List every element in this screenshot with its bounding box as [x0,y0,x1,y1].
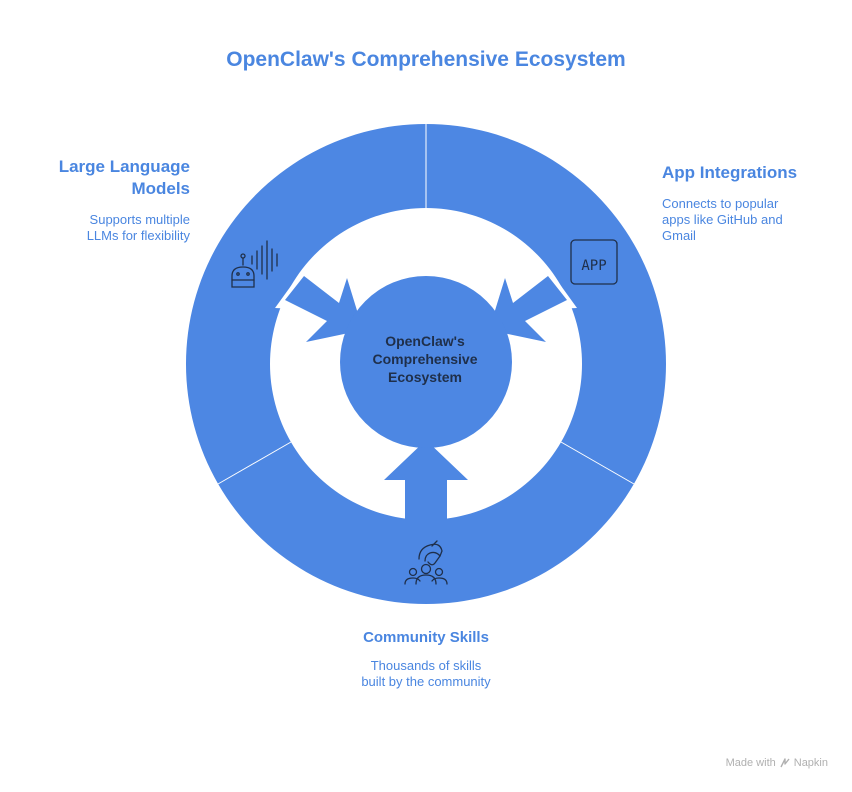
community-hands-icon [404,540,448,585]
center-label-line1: OpenClaw's [385,333,465,349]
llm-desc-line1: Supports multiple [89,212,190,227]
llm-title-line1: Large Language [58,157,190,176]
outer-ring [185,124,666,605]
community-desc-line2: built by the community [361,674,491,689]
center-label-line3: Ecosystem [388,369,462,385]
divider-right [560,441,635,485]
arrow-right [489,276,567,342]
made-with-napkin-badge: Made with Napkin [726,757,828,769]
llm-title-line2: Models [131,179,190,198]
arrow-left [285,276,363,342]
community-skills-description: Thousands of skills built by the communi… [0,658,852,690]
app-icon [570,239,618,285]
app-integrations-description: Connects to popular apps like GitHub and… [662,196,783,244]
llm-description: Supports multiple LLMs for flexibility [87,212,190,244]
napkin-logo-icon [780,758,790,768]
divider-left [217,441,292,485]
center-label: OpenClaw's Comprehensive Ecosystem [342,332,508,386]
app-desc-line1: Connects to popular [662,196,779,211]
community-desc-line1: Thousands of skills [370,658,482,673]
community-skills-title: Community Skills [363,629,489,646]
napkin-brand-text: Napkin [793,757,828,769]
center-label-line2: Comprehensive [372,351,478,367]
page-title: OpenClaw's Comprehensive Ecosystem [226,48,626,71]
app-integrations-title: App Integrations [662,163,798,182]
llm-desc-line2: LLMs for flexibility [86,228,190,243]
arrow-bottom [384,440,468,520]
robot-voice-icon [231,240,278,288]
app-desc-line3: Gmail [662,228,696,243]
llm-title: Large Language Models [59,156,190,200]
app-desc-line2: apps like GitHub and [662,212,783,227]
center-circle [340,276,512,448]
made-with-text: Made with [725,757,776,769]
app-icon-text: APP [581,258,607,274]
